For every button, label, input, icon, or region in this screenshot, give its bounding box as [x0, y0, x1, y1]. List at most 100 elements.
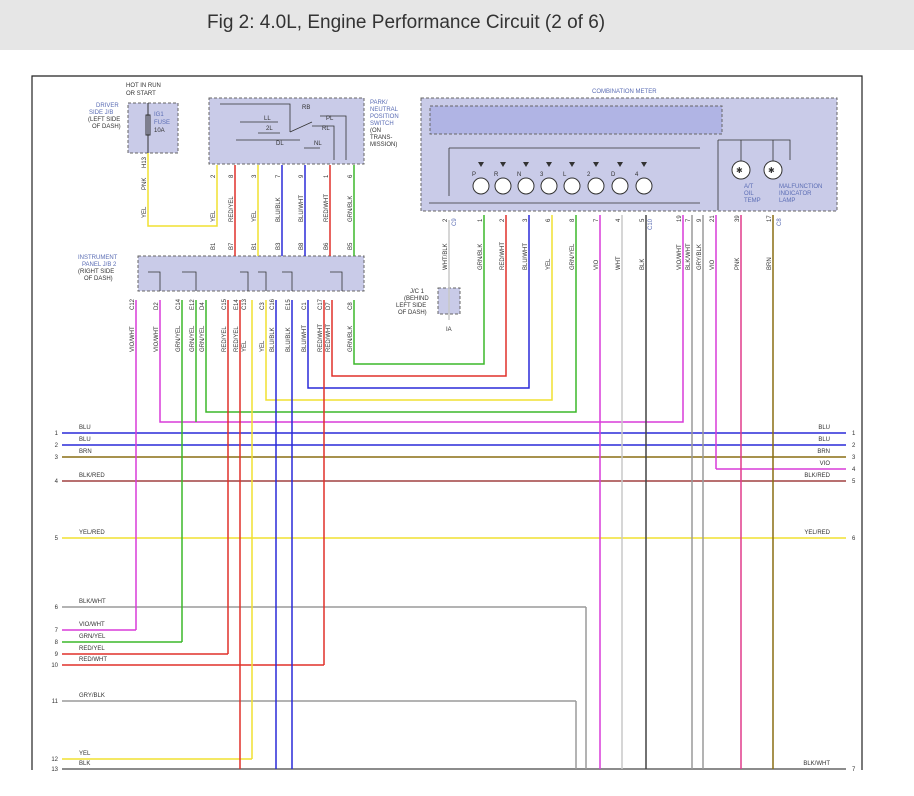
connector-label: D2: [154, 302, 160, 310]
wire: [159, 215, 684, 423]
pin-number: 19: [677, 215, 683, 222]
bus-label: BLK/WHT: [803, 761, 830, 767]
pin-number: 2: [443, 218, 449, 222]
bus-number: 9: [55, 652, 59, 658]
connector-label: C14: [176, 298, 182, 310]
bus-label: VIO/WHT: [79, 622, 105, 628]
pin-number: 1: [324, 174, 330, 178]
pin-number: 17: [767, 215, 773, 222]
gear-lamp-2: [587, 177, 605, 195]
bus-label: BLU: [79, 425, 91, 431]
bus-label: RED/WHT: [79, 657, 107, 663]
svg-text:IA: IA: [446, 327, 452, 333]
diode-icon: [617, 162, 623, 167]
svg-text:10A: 10A: [154, 128, 165, 134]
wire-color-label: RED/WHT: [318, 324, 324, 352]
bus-number: 13: [51, 767, 58, 773]
wire-color-label: BRN: [767, 257, 773, 270]
svg-text:LAMP: LAMP: [779, 198, 795, 204]
connector-label: B1: [252, 242, 258, 250]
svg-text:TRANS-: TRANS-: [370, 135, 392, 141]
svg-text:(RIGHT SIDE: (RIGHT SIDE: [78, 269, 114, 275]
svg-text:LL: LL: [264, 116, 271, 122]
gear-label: 4: [635, 172, 639, 178]
wire-color-label: PNK: [735, 258, 741, 270]
pin-number: 8: [570, 218, 576, 222]
svg-text:J/C 1: J/C 1: [410, 289, 425, 295]
connector-label: C13: [242, 298, 248, 310]
wire: [205, 215, 577, 413]
bus-number: 12: [51, 757, 58, 763]
pin-number: 5: [640, 218, 646, 222]
svg-text:✱: ✱: [736, 166, 743, 175]
bus-number: 6: [852, 536, 856, 542]
svg-text:C8: C8: [777, 218, 783, 226]
meter-display: [429, 105, 723, 135]
bus-number: 8: [55, 640, 59, 646]
wire-color-label: GRY/BLK: [697, 244, 703, 270]
connector-label: C16: [270, 298, 276, 310]
svg-text:YEL: YEL: [142, 206, 148, 218]
svg-text:PL: PL: [326, 116, 334, 122]
svg-text:INDICATOR: INDICATOR: [779, 191, 812, 197]
diode-icon: [641, 162, 647, 167]
bus-number: 5: [852, 479, 856, 485]
connector-label: D4: [200, 302, 206, 310]
svg-text:2L: 2L: [266, 126, 273, 132]
diode-icon: [500, 162, 506, 167]
bus-number: 4: [55, 479, 59, 485]
pin-number: 9: [697, 218, 703, 222]
bus-number: 2: [852, 443, 856, 449]
svg-text:PANEL J/B 2: PANEL J/B 2: [82, 262, 117, 268]
wire-color-label: GRN/BLK: [348, 196, 354, 222]
wire-color-label: BLU/WHT: [302, 325, 308, 352]
gear-label: 3: [540, 172, 544, 178]
pin-number: 3: [523, 218, 529, 222]
fuse-wire: [147, 153, 218, 227]
wire-color-label: YEL: [211, 210, 217, 222]
pin-number: 6: [348, 174, 354, 178]
wire-color-label: YEL: [546, 258, 552, 270]
gear-lamp-R: [494, 177, 512, 195]
bus-label: YEL: [79, 751, 91, 757]
wire-color-label: RED/WHT: [326, 324, 332, 352]
pin-number: 9: [299, 174, 305, 178]
connector-label: B5: [348, 242, 354, 250]
figure-title: Fig 2: 4.0L, Engine Performance Circuit …: [207, 12, 606, 33]
connector-label: C1: [302, 302, 308, 310]
diode-icon: [523, 162, 529, 167]
wire-color-label: VIO/WHT: [154, 326, 160, 352]
gear-lamp-3: [540, 177, 558, 195]
bus-label: BRN: [817, 449, 830, 455]
svg-text:OF DASH): OF DASH): [84, 276, 113, 282]
pin-number: 3: [252, 174, 258, 178]
pin-number: 2: [500, 218, 506, 222]
svg-text:SIDE J/B: SIDE J/B: [89, 110, 113, 116]
svg-text:MISSION): MISSION): [370, 142, 397, 148]
wire-color-label: GRN/YEL: [176, 325, 182, 352]
svg-text:MALFUNCTION: MALFUNCTION: [779, 184, 822, 190]
svg-text:FUSE: FUSE: [154, 120, 170, 126]
svg-text:(LEFT SIDE: (LEFT SIDE: [88, 117, 120, 123]
wire-color-label: BLU/WHT: [299, 195, 305, 222]
diode-icon: [546, 162, 552, 167]
bus-label: VIO: [820, 461, 831, 467]
wire-color-label: BLK: [640, 259, 646, 270]
svg-text:DL: DL: [276, 141, 284, 147]
wire-color-label: YEL: [260, 340, 266, 352]
gear-label: L: [563, 172, 567, 178]
bus-label: BLU: [79, 437, 91, 443]
wire-color-label: VIO/WHT: [677, 244, 683, 270]
driver-jb-box: [127, 102, 179, 154]
diode-icon: [593, 162, 599, 167]
connector-label: B8: [299, 242, 305, 250]
wire: [307, 215, 530, 389]
pin-number: 39: [735, 215, 741, 222]
bus-label: BLK/WHT: [79, 599, 106, 605]
wire-color-label: GRN/YEL: [570, 243, 576, 270]
at-oil-temp-lamp: ✱: [731, 160, 751, 180]
connector-label: D7: [326, 302, 332, 310]
wire-color-label: GRN/BLK: [348, 326, 354, 352]
wire-color-label: YEL: [252, 210, 258, 222]
connector-label: E15: [286, 299, 292, 310]
